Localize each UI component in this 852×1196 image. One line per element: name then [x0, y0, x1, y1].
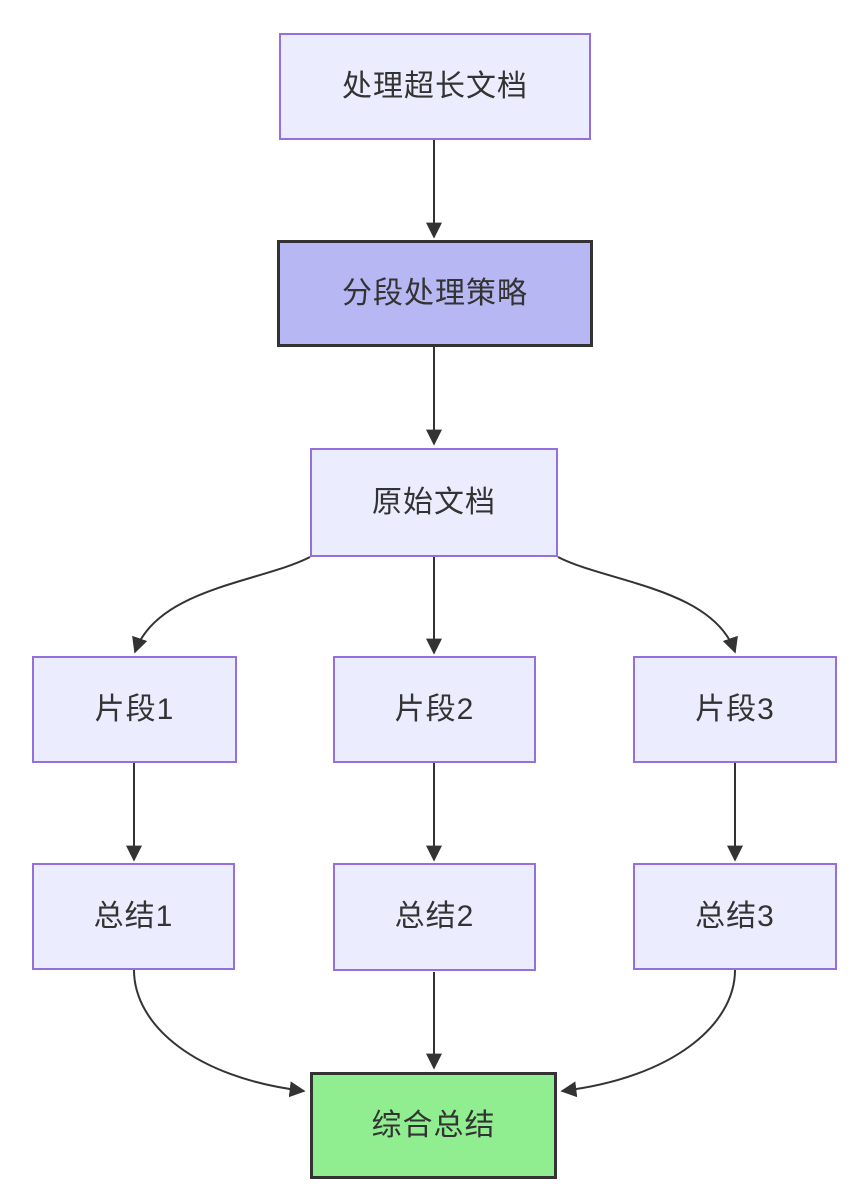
node-label: 片段3: [695, 692, 775, 726]
node-label: 片段1: [94, 692, 175, 726]
edge-doc-seg3: [557, 556, 738, 654]
node-segment-2: 片段2: [333, 656, 536, 763]
node-segment-1: 片段1: [32, 656, 237, 763]
node-summary-3: 总结3: [633, 863, 837, 970]
node-label: 总结3: [695, 899, 775, 933]
node-combined-summary: 综合总结: [310, 1072, 557, 1179]
edge-sum1-final: [133, 969, 306, 1098]
node-summary-2: 总结2: [333, 863, 536, 971]
node-label: 总结1: [93, 899, 174, 933]
node-segment-3: 片段3: [633, 656, 837, 763]
node-label: 分段处理策略: [342, 276, 528, 310]
node-label: 原始文档: [372, 485, 496, 519]
node-segmentation-strategy: 分段处理策略: [277, 240, 593, 347]
node-label: 处理超长文档: [342, 69, 528, 103]
node-original-document: 原始文档: [310, 448, 558, 557]
node-summary-1: 总结1: [32, 863, 235, 970]
node-process-long-document: 处理超长文档: [279, 33, 591, 140]
edge-doc-seg1: [132, 556, 311, 654]
node-label: 综合总结: [371, 1108, 496, 1142]
node-label: 片段2: [394, 692, 475, 726]
edge-sum3-final: [560, 969, 736, 1098]
node-label: 总结2: [394, 900, 475, 933]
